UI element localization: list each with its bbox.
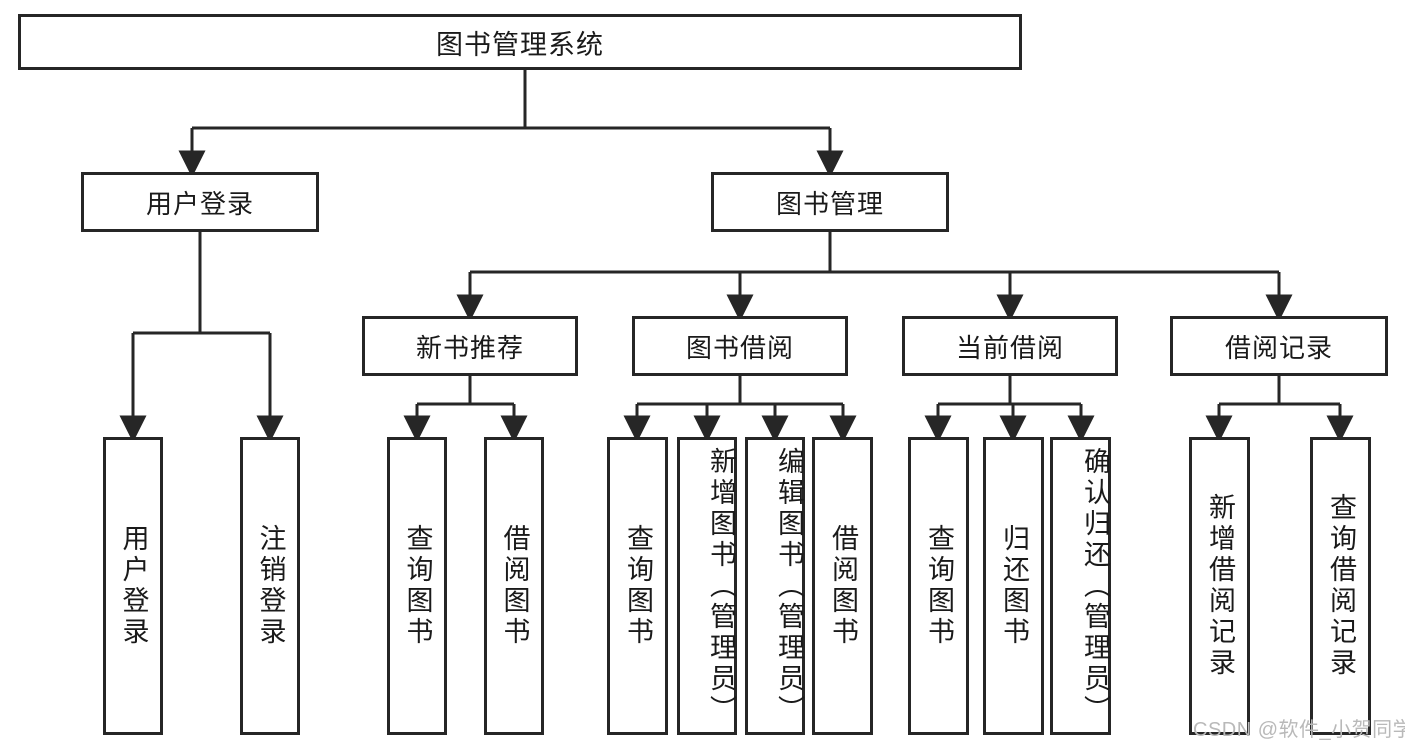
- node-current-borrow[interactable]: 当前借阅: [902, 316, 1118, 376]
- node-leaf-borrow-book-1-label: 借阅图书: [499, 524, 530, 648]
- node-borrow-record[interactable]: 借阅记录: [1170, 316, 1388, 376]
- node-new-book-recommend-label: 新书推荐: [415, 332, 524, 363]
- node-book-manage[interactable]: 图书管理: [711, 172, 949, 232]
- node-user-login[interactable]: 用户登录: [81, 172, 319, 232]
- node-leaf-borrow-book-1[interactable]: 借阅图书: [484, 437, 544, 735]
- node-current-borrow-label: 当前借阅: [955, 332, 1064, 363]
- node-new-book-recommend[interactable]: 新书推荐: [362, 316, 578, 376]
- node-leaf-query-book-2-label: 查询图书: [623, 524, 653, 648]
- node-leaf-add-book-label: 新增图书（管理员）: [706, 446, 736, 726]
- node-leaf-query-book-1-label: 查询图书: [402, 524, 433, 648]
- node-leaf-user-login-label: 用户登录: [118, 524, 149, 648]
- node-book-manage-label: 图书管理: [775, 188, 884, 219]
- node-user-login-label: 用户登录: [145, 188, 254, 219]
- node-root-system-label: 图书管理系统: [436, 29, 604, 60]
- node-leaf-return-book[interactable]: 归还图书: [983, 437, 1044, 735]
- node-root-system[interactable]: 图书管理系统: [18, 14, 1022, 70]
- node-leaf-edit-book[interactable]: 编辑图书（管理员）: [745, 437, 805, 735]
- node-leaf-query-book-3[interactable]: 查询图书: [908, 437, 969, 735]
- node-leaf-return-book-label: 归还图书: [999, 524, 1029, 648]
- node-book-borrow-label: 图书借阅: [685, 332, 794, 363]
- node-leaf-query-book-2[interactable]: 查询图书: [607, 437, 668, 735]
- node-book-borrow[interactable]: 图书借阅: [632, 316, 848, 376]
- node-leaf-borrow-book-2[interactable]: 借阅图书: [812, 437, 873, 735]
- node-leaf-user-login[interactable]: 用户登录: [103, 437, 163, 735]
- node-leaf-query-book-1[interactable]: 查询图书: [387, 437, 447, 735]
- node-leaf-confirm-return[interactable]: 确认归还（管理员）: [1050, 437, 1111, 735]
- node-leaf-query-record-label: 查询借阅记录: [1326, 493, 1356, 679]
- node-leaf-add-record[interactable]: 新增借阅记录: [1189, 437, 1250, 735]
- node-leaf-edit-book-label: 编辑图书（管理员）: [774, 446, 804, 726]
- node-leaf-add-record-label: 新增借阅记录: [1205, 493, 1235, 679]
- node-leaf-borrow-book-2-label: 借阅图书: [828, 524, 858, 648]
- csdn-watermark: CSDN @软件_小贺同学: [1193, 719, 1405, 741]
- node-leaf-logout-label: 注销登录: [255, 524, 286, 648]
- node-leaf-add-book[interactable]: 新增图书（管理员）: [677, 437, 737, 735]
- node-borrow-record-label: 借阅记录: [1224, 332, 1333, 363]
- node-leaf-query-record[interactable]: 查询借阅记录: [1310, 437, 1371, 735]
- node-leaf-query-book-3-label: 查询图书: [924, 524, 954, 648]
- node-leaf-confirm-return-label: 确认归还（管理员）: [1080, 446, 1110, 726]
- node-leaf-logout[interactable]: 注销登录: [240, 437, 300, 735]
